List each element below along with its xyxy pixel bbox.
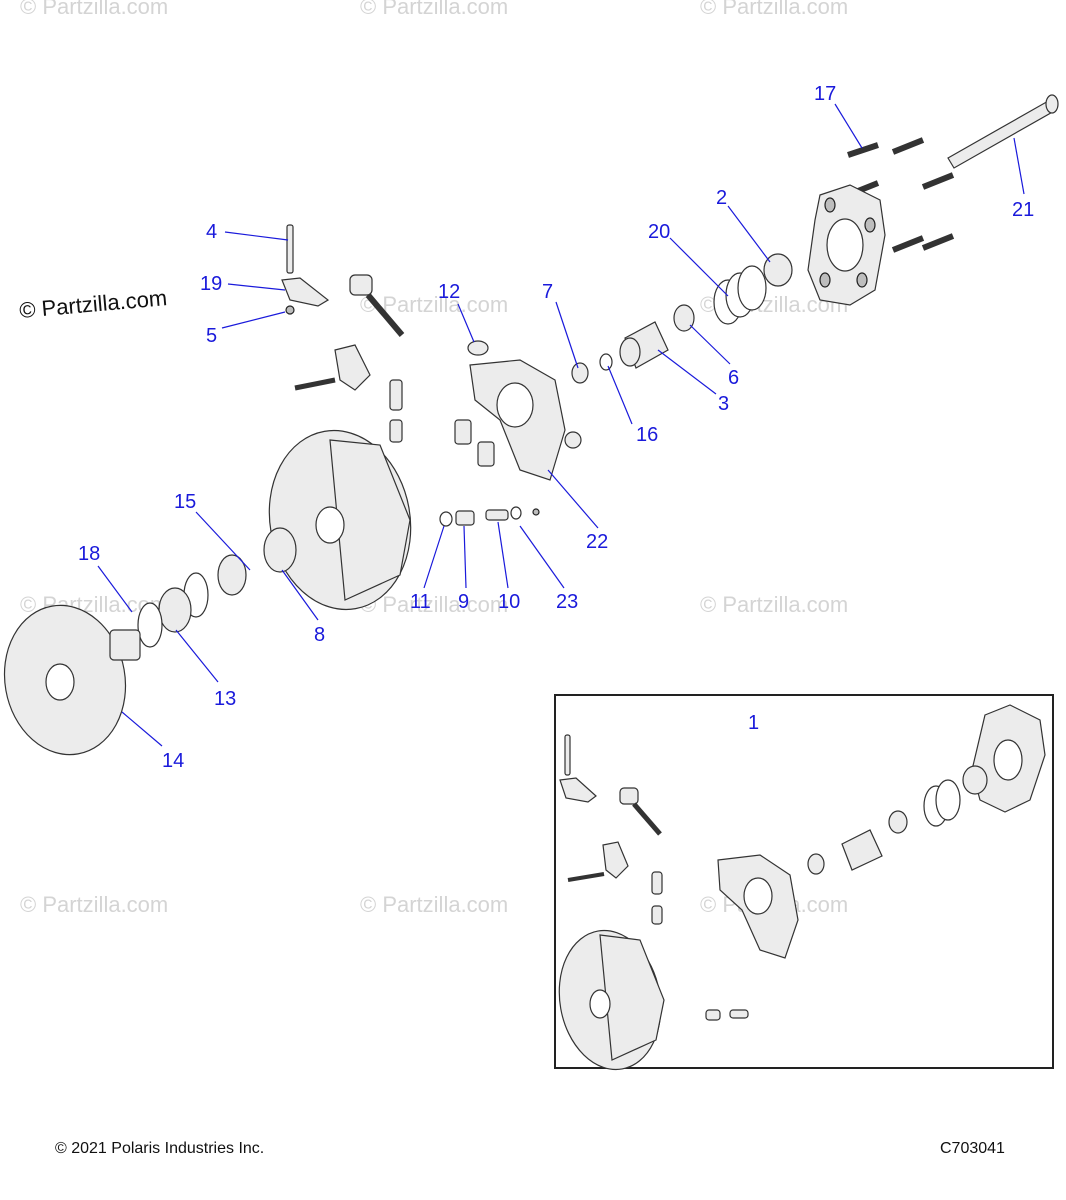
callout-18: 18 bbox=[78, 543, 100, 565]
watermark: © Partzilla.com bbox=[360, 892, 508, 917]
snap-ring-part bbox=[599, 353, 613, 371]
callout-3: 3 bbox=[718, 393, 729, 415]
sleeve-part bbox=[619, 321, 669, 369]
partzilla-watermark: © Partzilla.com bbox=[18, 285, 168, 323]
callout-5: 5 bbox=[206, 325, 217, 347]
leader-line bbox=[497, 521, 509, 589]
callout-21: 21 bbox=[1012, 199, 1034, 221]
callout-7: 7 bbox=[542, 281, 553, 303]
callout-10: 10 bbox=[498, 591, 520, 613]
leader-line bbox=[834, 103, 863, 149]
leader-line bbox=[689, 324, 731, 365]
callout-12: 12 bbox=[438, 281, 460, 303]
leader-line bbox=[97, 565, 133, 613]
leader-line bbox=[423, 525, 445, 589]
watermark: © Partzilla.com bbox=[700, 592, 848, 617]
leader-line bbox=[657, 349, 717, 395]
spider-part bbox=[807, 184, 886, 306]
cap-part bbox=[467, 340, 489, 356]
leader-line bbox=[195, 511, 251, 571]
leader-line bbox=[227, 283, 286, 291]
callout-11: 11 bbox=[410, 591, 431, 613]
callout-9: 9 bbox=[458, 591, 469, 613]
bushing-part bbox=[763, 253, 793, 287]
watermark: © Partzilla.com bbox=[360, 592, 508, 617]
callout-22: 22 bbox=[586, 531, 608, 553]
watermark: © Partzilla.com bbox=[20, 892, 168, 917]
leader-line bbox=[607, 365, 633, 425]
callout-19: 19 bbox=[200, 273, 222, 295]
leader-line bbox=[519, 525, 565, 589]
callout-17: 17 bbox=[814, 83, 836, 105]
leader-line bbox=[224, 231, 289, 241]
diagram-code: C703041 bbox=[940, 1140, 1005, 1157]
bolts-part bbox=[846, 137, 955, 253]
housing-part bbox=[469, 359, 582, 481]
long-bolt-part bbox=[947, 94, 1059, 169]
copyright-text: © 2021 Polaris Industries Inc. bbox=[55, 1140, 265, 1157]
inset-frame bbox=[554, 694, 1054, 1069]
callout-1: 1 bbox=[748, 712, 759, 734]
leader-line bbox=[669, 237, 729, 297]
watermark: © Partzilla.com bbox=[20, 0, 168, 19]
callout-15: 15 bbox=[174, 491, 196, 513]
leader-line bbox=[457, 303, 475, 343]
bearing-part bbox=[217, 554, 247, 596]
inset-assembly-illustration bbox=[558, 704, 1046, 1071]
callout-2: 2 bbox=[716, 187, 727, 209]
assembly-inset: 1 bbox=[554, 694, 1054, 1071]
sheave-part bbox=[268, 429, 412, 611]
callout-16: 16 bbox=[636, 424, 658, 446]
watermark: © Partzilla.com bbox=[360, 0, 508, 19]
leader-line bbox=[221, 311, 286, 329]
spring-part bbox=[713, 265, 767, 325]
small-parts bbox=[439, 506, 540, 527]
sheave-bushing-part bbox=[263, 527, 297, 573]
callout-6: 6 bbox=[728, 367, 739, 389]
callout-23: 23 bbox=[556, 591, 578, 613]
leader-line bbox=[463, 525, 467, 589]
callout-4: 4 bbox=[206, 221, 217, 243]
pins-part bbox=[389, 379, 495, 467]
arm-part bbox=[281, 224, 330, 315]
callout-8: 8 bbox=[314, 624, 325, 646]
callout-20: 20 bbox=[648, 221, 670, 243]
leader-line bbox=[121, 711, 163, 747]
watermark: © Partzilla.com bbox=[700, 0, 848, 19]
leader-line bbox=[1013, 137, 1025, 195]
leader-line bbox=[547, 469, 599, 529]
thrust-washer-part bbox=[571, 362, 589, 384]
leader-line bbox=[175, 629, 219, 683]
leader-line bbox=[555, 301, 579, 369]
bushing-rings-part bbox=[137, 572, 209, 648]
leader-line bbox=[281, 569, 319, 621]
callout-13: 13 bbox=[214, 688, 236, 710]
callout-14: 14 bbox=[162, 750, 184, 772]
leader-line bbox=[727, 205, 771, 263]
fixed-sheave-part bbox=[3, 604, 141, 756]
roller-arm-part bbox=[294, 274, 405, 391]
washer-part bbox=[673, 304, 695, 332]
